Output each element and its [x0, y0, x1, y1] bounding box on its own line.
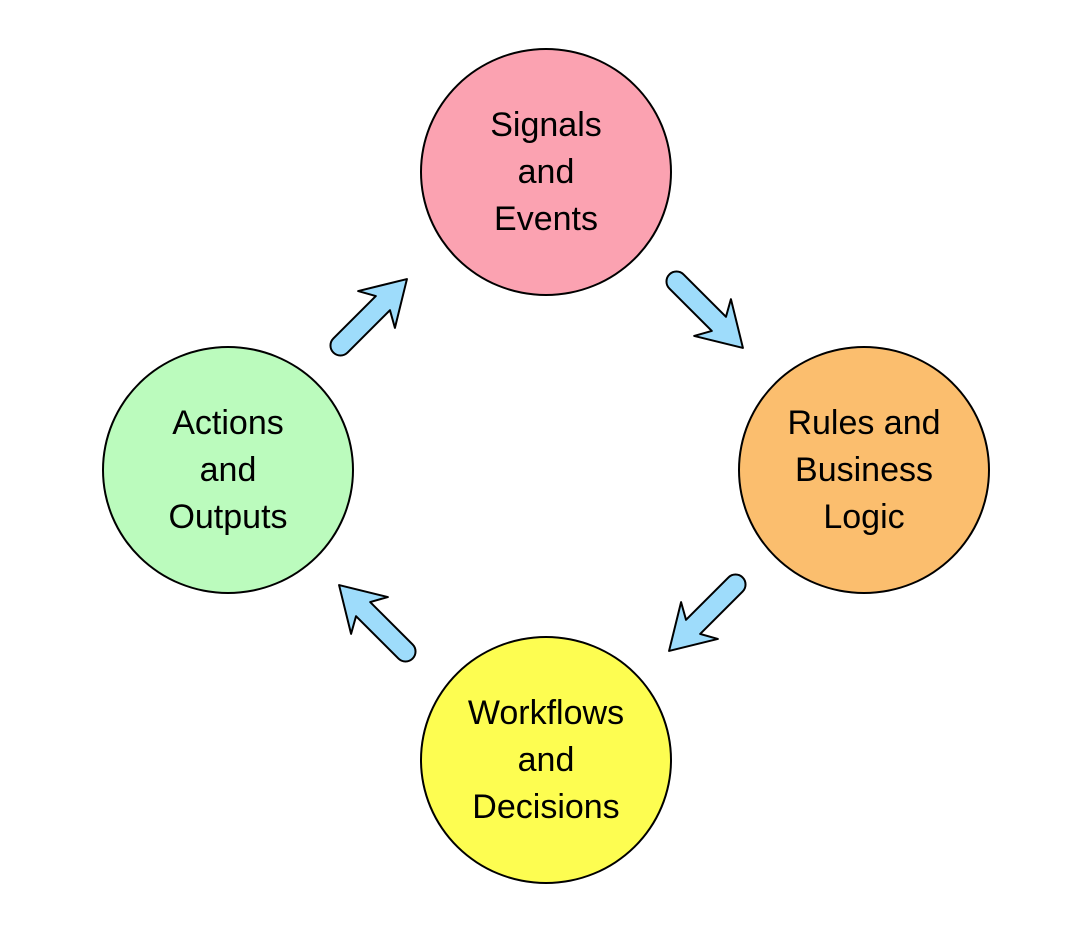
arrow-signals-to-rules: [665, 270, 744, 349]
arrow-actions-to-signals: [329, 278, 408, 357]
node-label: Rules and Business Logic: [787, 403, 941, 536]
node-label: Actions and Outputs: [168, 403, 288, 536]
node-actions-and-outputs: Actions and Outputs: [102, 346, 354, 594]
node-rules-and-business-logic: Rules and Business Logic: [738, 346, 990, 594]
node-label: Signals and Events: [490, 105, 602, 238]
node-signals-and-events: Signals and Events: [420, 48, 672, 296]
arrow-workflows-to-actions: [338, 584, 417, 663]
node-label: Workflows and Decisions: [467, 693, 625, 826]
arrow-rules-to-workflows: [668, 573, 747, 652]
node-workflows-and-decisions: Workflows and Decisions: [420, 636, 672, 884]
